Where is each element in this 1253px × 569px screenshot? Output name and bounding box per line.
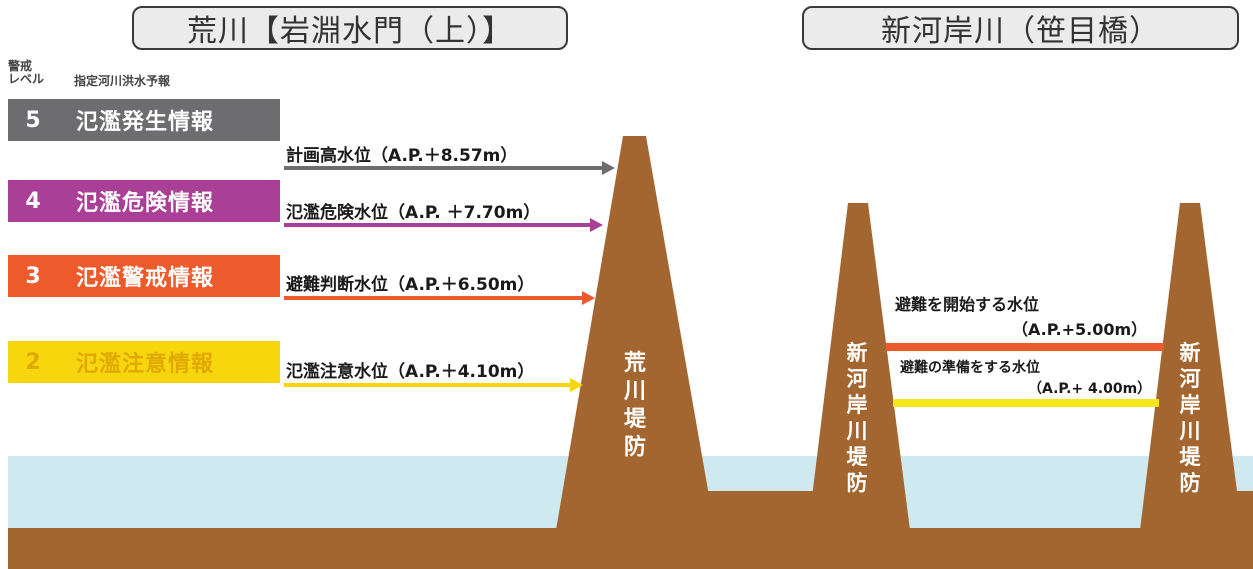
title-arakawa: 荒川【岩淵水門（上）】 (132, 6, 568, 50)
level-label-5: 氾濫発生情報 (56, 99, 280, 141)
shitei-label: 指定河川洪水予報 (74, 74, 171, 88)
level-badge-5: 5 (8, 99, 58, 141)
shingashi-left-bank (808, 203, 910, 530)
level-label-3: 氾濫警戒情報 (56, 255, 280, 297)
evac-prep-line (893, 399, 1159, 407)
level-badge-4: 4 (8, 180, 58, 222)
title-shingashi: 新河岸川（笹目橋） (802, 6, 1239, 50)
bank-label-shingashi-right: 新河岸川堤防 (1179, 341, 1201, 495)
level-label-2: 氾濫注意情報 (56, 341, 280, 383)
evac-start-line (886, 343, 1164, 351)
arakawa-bank (556, 136, 715, 530)
arrow-handan (284, 291, 595, 305)
evac-prep-value: （A.P.+ 4.00m） (1028, 381, 1152, 397)
evac-start-title: 避難を開始する水位 (895, 295, 1040, 314)
arrow-chui (284, 378, 583, 392)
water-left (8, 456, 578, 530)
arrow-kiken (284, 218, 603, 232)
keikai-level-label: 警戒 レベル (8, 59, 45, 86)
level-label-4: 氾濫危険情報 (56, 180, 280, 222)
wl-label-chui: 氾濫注意水位（A.P.＋4.10m） (286, 362, 535, 382)
evac-prep-title: 避難の準備をする水位 (900, 360, 1040, 376)
bank-label-shingashi-left: 新河岸川堤防 (846, 341, 868, 495)
arrow-keikaku (284, 161, 615, 175)
shingashi-right-bank (1140, 203, 1242, 530)
bank-label-arakawa: 荒川堤防 (623, 351, 646, 460)
ground (8, 528, 1253, 569)
wl-label-kiken: 氾濫危険水位（A.P. ＋7.70m） (286, 203, 541, 223)
level-badge-2: 2 (8, 341, 58, 383)
wl-label-keikaku: 計画高水位（A.P.＋8.57m） (286, 146, 518, 166)
level-badge-3: 3 (8, 255, 58, 297)
right-edge-ground (1230, 491, 1253, 531)
wl-label-handan: 避難判断水位（A.P.＋6.50m） (286, 275, 535, 295)
evac-start-value: （A.P.+5.00m） (1012, 320, 1148, 339)
